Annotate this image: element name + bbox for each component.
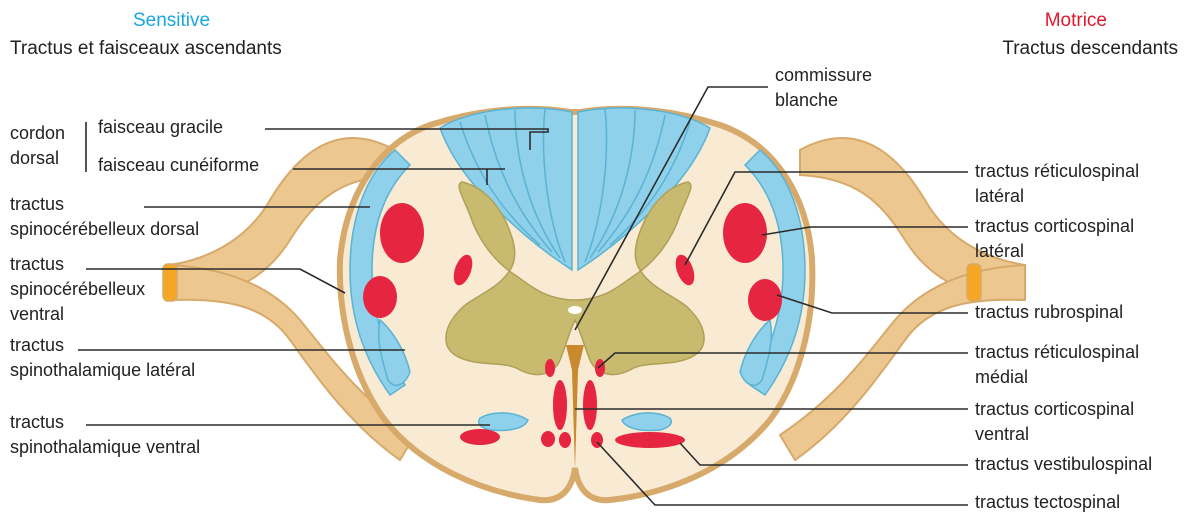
label-rubrospinal: tractus rubrospinal (975, 300, 1123, 325)
motrice-title: Motrice (1045, 9, 1107, 33)
label-spinothalamique-lateral: tractus spinothalamique latéral (10, 333, 195, 383)
left-vestibulospinal-small (541, 431, 555, 447)
label-commissure-blanche: commissure blanche (775, 63, 872, 113)
left-vestibulospinal (460, 429, 500, 445)
left-rubrospinal (363, 276, 397, 318)
right-root-cut-end (967, 264, 981, 301)
label-faisceau-cuneiforme: faisceau cunéiforme (98, 153, 259, 178)
label-cordon-dorsal: cordon dorsal (10, 121, 65, 171)
right-corticospinal-ventral (583, 380, 597, 430)
label-spinothalamique-ventral: tractus spinothalamique ventral (10, 410, 200, 460)
label-faisceau-gracile: faisceau gracile (98, 115, 223, 140)
right-corticospinal-lateral (723, 203, 767, 263)
label-vestibulospinal: tractus vestibulospinal (975, 452, 1152, 477)
label-corticospinal-ventral: tractus corticospinal ventral (975, 397, 1134, 447)
central-canal (568, 306, 582, 314)
descending-subtitle: Tractus descendants (1002, 37, 1178, 61)
left-corticospinal-lateral (380, 203, 424, 263)
right-rubrospinal (748, 279, 782, 321)
left-corticospinal-ventral (553, 380, 567, 430)
label-spinocerebelleux-dorsal: tractus spinocérébelleux dorsal (10, 192, 199, 242)
left-tectospinal (559, 432, 571, 448)
ascending-subtitle: Tractus et faisceaux ascendants (10, 37, 282, 61)
label-spinocerebelleux-ventral: tractus spinocérébelleux ventral (10, 252, 145, 327)
right-reticulospinal-medial (595, 359, 605, 377)
sensitive-title: Sensitive (133, 9, 210, 33)
label-corticospinal-lateral: tractus corticospinal latéral (975, 214, 1134, 264)
left-reticulospinal-medial (545, 359, 555, 377)
label-reticulospinal-medial: tractus réticulospinal médial (975, 340, 1139, 390)
label-tectospinal: tractus tectospinal (975, 490, 1120, 515)
label-reticulospinal-lateral: tractus réticulospinal latéral (975, 159, 1139, 209)
right-vestibulospinal (615, 432, 685, 448)
